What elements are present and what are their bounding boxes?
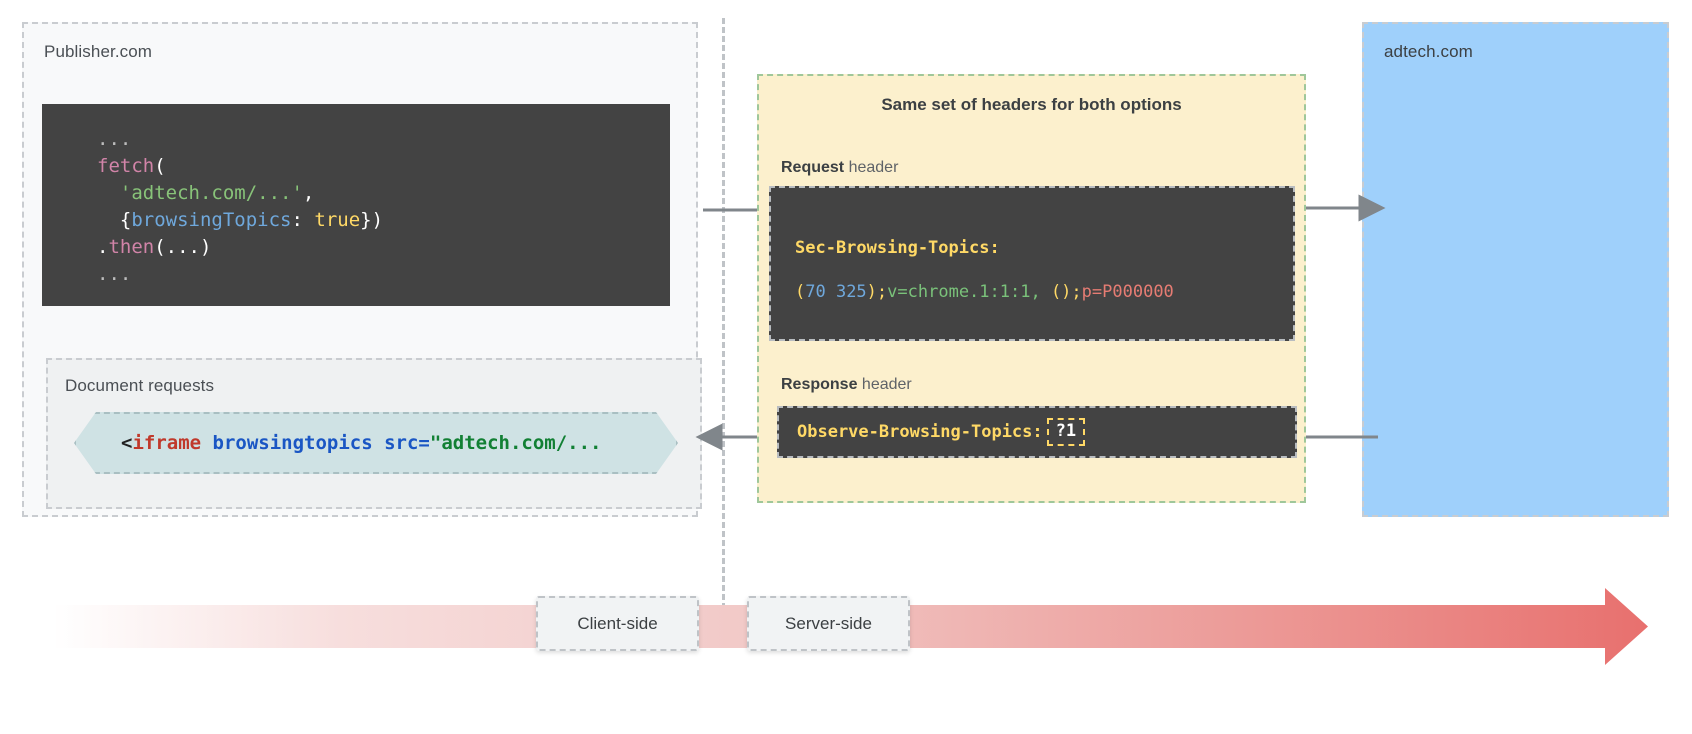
response-header-caption: Response header	[781, 376, 912, 394]
request-header-box: Sec-Browsing-Topics: (70 325);v=chrome.1…	[769, 186, 1295, 341]
timeline-chip-client-side: Client-side	[536, 596, 699, 651]
code-ellipsis-top: ...	[97, 128, 132, 150]
document-requests-panel: Document requests <iframe browsingtopics…	[46, 358, 702, 509]
request-value-paren-close: )	[866, 282, 877, 302]
headers-panel-title: Same set of headers for both options	[881, 95, 1182, 114]
iframe-token-lt: <	[121, 432, 133, 454]
request-header-name: Sec-Browsing-Topics:	[795, 238, 1000, 258]
adtech-label: adtech.com	[1384, 42, 1473, 61]
code-token-fetch: fetch	[97, 155, 155, 177]
headers-panel: Same set of headers for both options Req…	[757, 74, 1306, 503]
request-value-semicolon-2: ;	[1071, 282, 1082, 302]
iframe-token-src-value: adtech.com/...	[441, 432, 602, 454]
request-value-p-param: p=P000000	[1081, 282, 1174, 302]
code-token-colon: :	[291, 209, 315, 231]
response-header-box: Observe-Browsing-Topics:?1	[777, 406, 1297, 458]
code-token-comma: ,	[302, 182, 315, 204]
response-header-value: ?1	[1046, 418, 1086, 446]
request-value-topic-ids: 70 325	[805, 282, 867, 302]
request-value-semicolon-1: ;	[876, 282, 888, 302]
code-token-close-brace-paren: })	[360, 209, 384, 231]
code-token-url-string: 'adtech.com/...'	[119, 182, 303, 204]
response-header-name: Observe-Browsing-Topics:	[797, 422, 1043, 442]
request-header-caption-rest: header	[844, 159, 899, 176]
iframe-token-quote: "	[429, 432, 442, 454]
timeline-chip-server-side: Server-side	[747, 596, 910, 651]
request-value-paren-open: (	[795, 282, 806, 302]
code-token-then: then	[108, 236, 155, 258]
code-ellipsis-bottom: ...	[97, 263, 132, 285]
code-token-browsingtopics: browsingTopics	[131, 209, 292, 231]
fetch-code-block: ... fetch( 'adtech.com/...', {browsingTo…	[42, 104, 670, 306]
document-requests-label: Document requests	[65, 376, 215, 395]
request-value-empty-parens: ()	[1050, 282, 1072, 302]
code-token-brace-open: {	[119, 209, 132, 231]
adtech-panel: adtech.com	[1362, 22, 1669, 517]
code-token-then-args: (...)	[154, 236, 212, 258]
request-value-version: v=chrome.1:1:1,	[887, 282, 1051, 302]
code-token-paren-open: (	[154, 155, 166, 177]
client-server-divider	[722, 18, 725, 618]
publisher-panel: Publisher.com ... fetch( 'adtech.com/...…	[22, 22, 702, 517]
response-header-caption-strong: Response	[781, 376, 858, 393]
iframe-snippet-chip: <iframe browsingtopics src="adtech.com/.…	[74, 412, 678, 474]
code-token-true: true	[314, 209, 361, 231]
iframe-token-attrs: browsingtopics src=	[201, 432, 430, 454]
request-header-caption: Request header	[781, 159, 898, 177]
publisher-label: Publisher.com	[44, 42, 153, 61]
request-header-caption-strong: Request	[781, 159, 845, 176]
code-token-dot: .	[97, 236, 109, 258]
response-header-caption-rest: header	[857, 376, 912, 393]
iframe-token-tagname: iframe	[132, 432, 202, 454]
